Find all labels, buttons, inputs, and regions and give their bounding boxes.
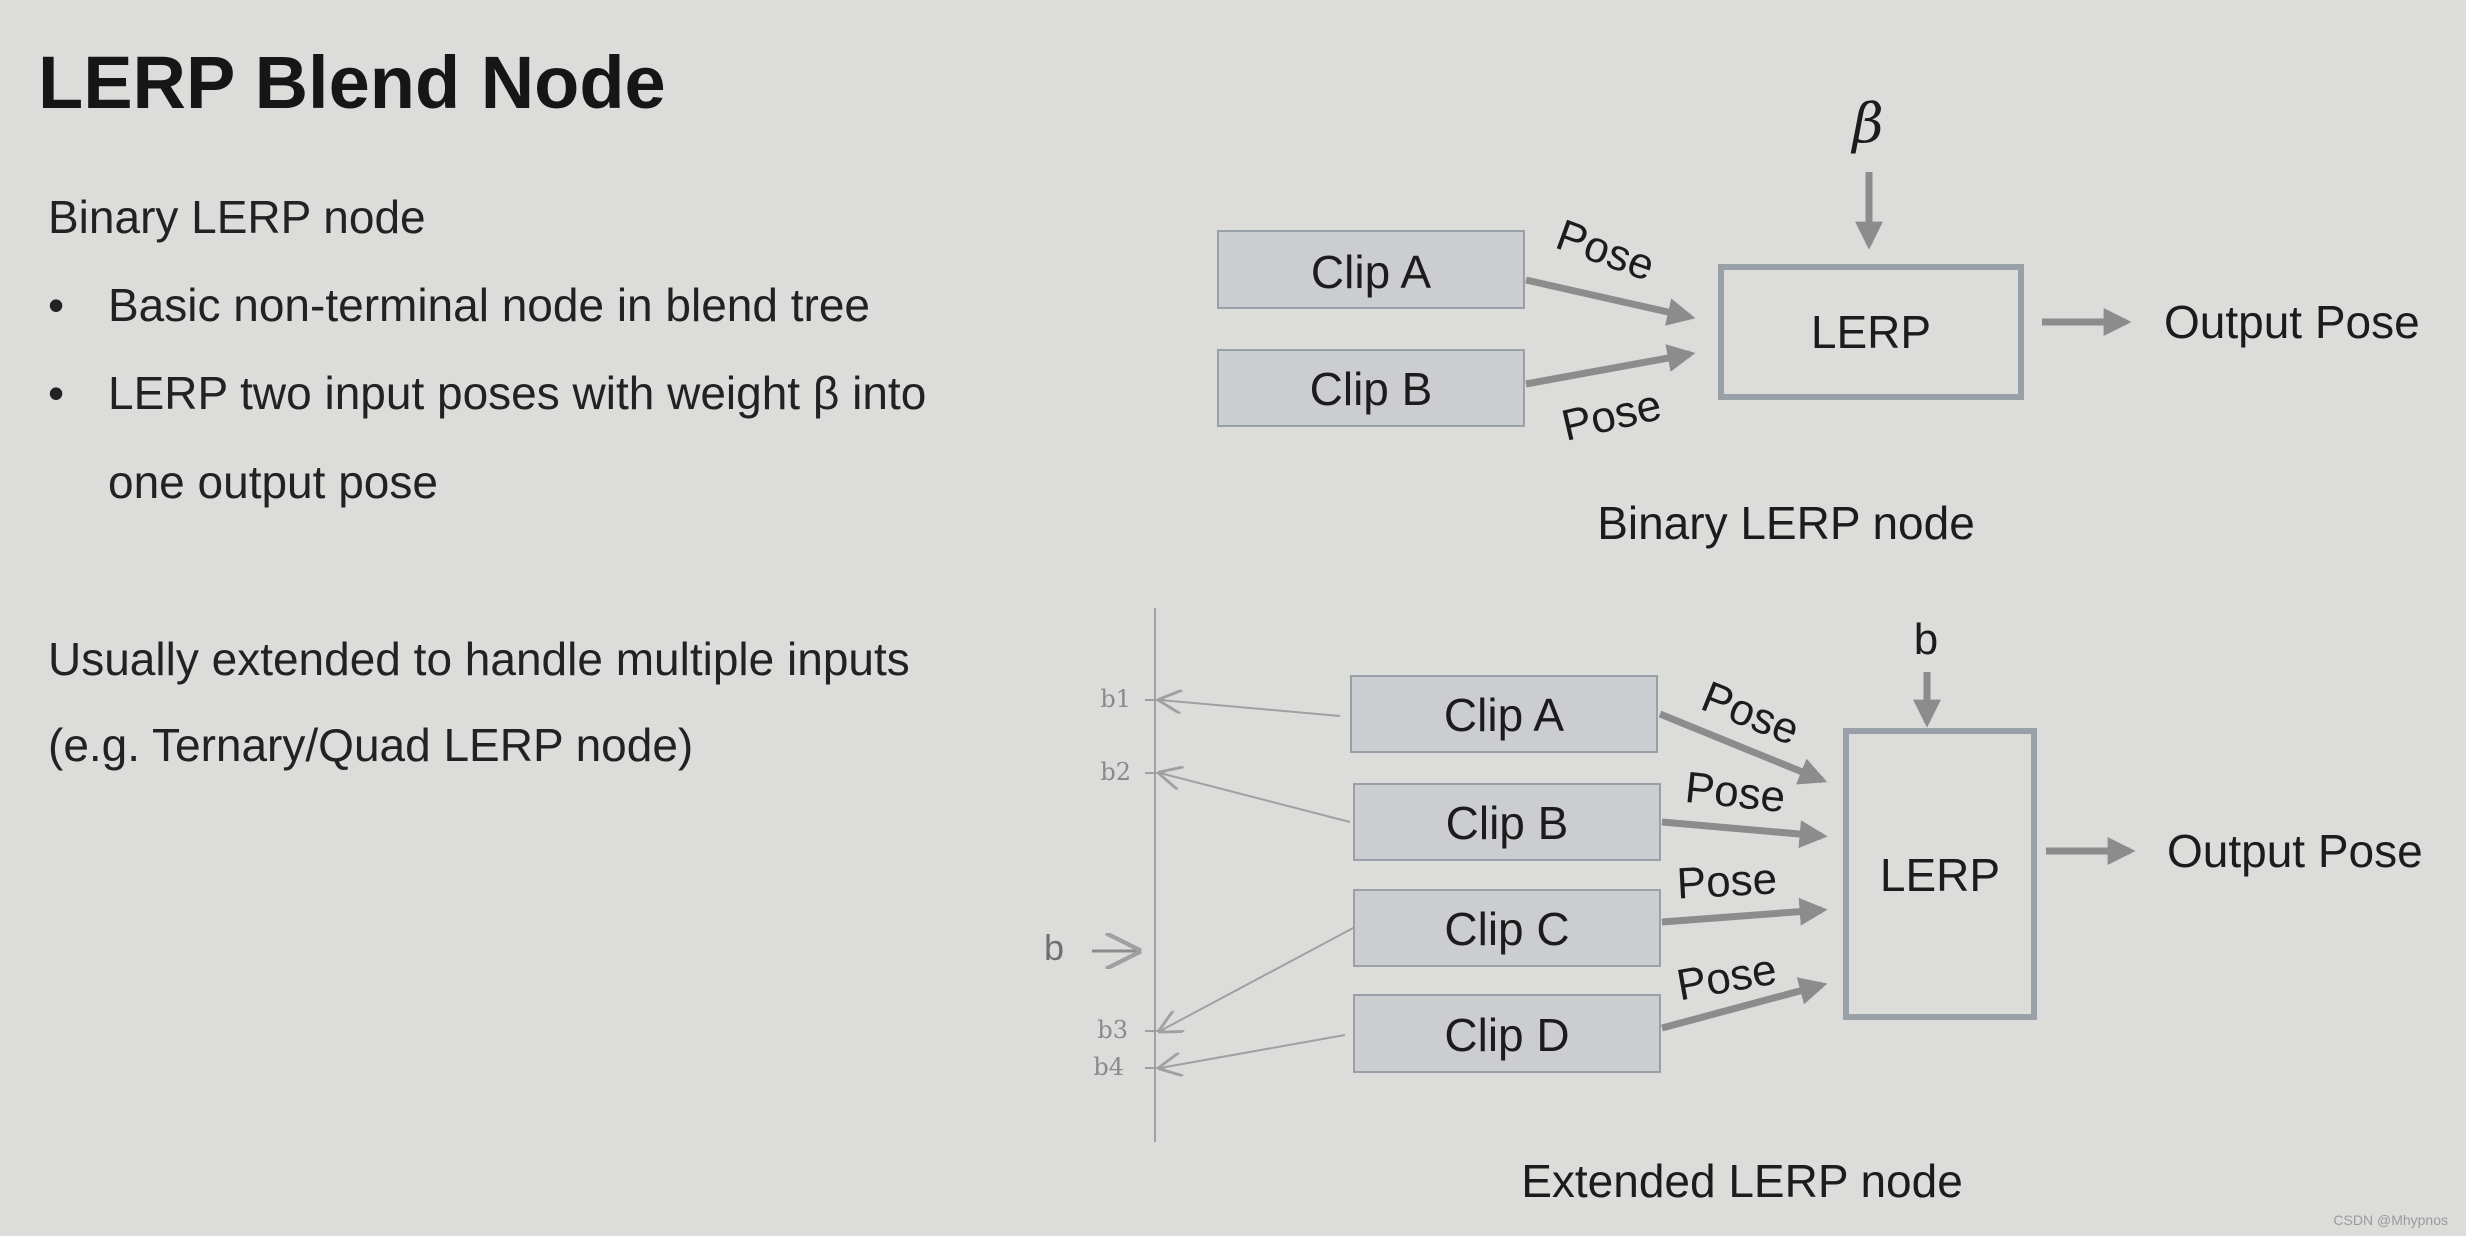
ext-caption: Extended LERP node [1521, 1155, 1963, 1207]
binary-clip-b-label: Clip B [1310, 363, 1433, 415]
ext-weight-label: b [1914, 615, 1938, 664]
extended-lerp-diagram: b1 b2 b3 b4 b Clip A Clip B Clip C Clip … [1044, 608, 2423, 1207]
binary-caption: Binary LERP node [1597, 497, 1975, 549]
bullet-text: LERP two input poses with weight β into [108, 367, 927, 419]
binary-arrow-b [1525, 344, 1696, 388]
binary-clip-a-label: Clip A [1311, 246, 1431, 298]
axis-tick-label-b4: b4 [1093, 1053, 1124, 1081]
ext-clip-a-box [1350, 675, 1658, 753]
bullet-text: Basic non-terminal node in blend tree [108, 279, 871, 331]
ext-clip-d-box [1353, 994, 1661, 1073]
axis-tick-label-b3: b3 [1097, 1016, 1128, 1044]
clip-b-to-b2-line [1160, 773, 1351, 823]
binary-lerp-label: LERP [1811, 306, 1931, 358]
axis-tick-label-b2: b2 [1100, 758, 1131, 786]
binary-pose-label-top: Pose [1550, 210, 1661, 290]
ext-arrow-d [1661, 977, 1828, 1032]
ext-pose-label-b: Pose [1683, 763, 1788, 822]
axis-tick-label-b1: b1 [1100, 685, 1131, 713]
watermark: CSDN @Mhypnos [2333, 1212, 2448, 1228]
ext-arrow-a [1658, 710, 1828, 785]
clip-a-to-b1-line [1160, 700, 1341, 717]
ext-clip-b-box [1353, 783, 1661, 861]
ext-clip-c-label: Clip C [1444, 903, 1569, 955]
extended-text-line1: Usually extended to handle multiple inpu… [48, 633, 910, 685]
binary-arrow-a [1525, 276, 1696, 326]
bullet-dot-icon: • [48, 367, 65, 419]
binary-lerp-diagram: Clip A Clip B Pose Pose LERP β Output Po… [1217, 92, 2420, 549]
ext-arrow-c [1661, 897, 1828, 926]
extended-text-line2: (e.g. Ternary/Quad LERP node) [48, 719, 694, 771]
binary-pose-label-bottom: Pose [1557, 380, 1666, 450]
binary-output-label: Output Pose [2164, 296, 2420, 348]
clip-c-to-b3-line [1160, 926, 1356, 1031]
binary-clip-a-box [1217, 230, 1525, 309]
ext-lerp-box [1843, 728, 2037, 1020]
ext-clip-d-label: Clip D [1444, 1009, 1569, 1061]
bullet-dot-icon: • [48, 279, 65, 331]
ext-arrow-b [1661, 818, 1828, 848]
section-heading-binary: Binary LERP node [48, 191, 426, 243]
clip-d-to-b4-line [1160, 1034, 1346, 1068]
ext-pose-label-c: Pose [1676, 854, 1779, 908]
ext-lerp-label: LERP [1880, 849, 2000, 901]
bullet-continuation: one output pose [108, 456, 438, 508]
axis-input-label: b [1044, 927, 1064, 968]
binary-beta-label: β [1850, 92, 1883, 155]
binary-clip-b-box [1217, 349, 1525, 427]
ext-output-label: Output Pose [2167, 825, 2423, 877]
ext-clip-a-label: Clip A [1444, 689, 1564, 741]
ext-clip-c-box [1353, 889, 1661, 967]
slide-title: LERP Blend Node [38, 41, 666, 124]
ext-clip-b-label: Clip B [1446, 797, 1569, 849]
binary-lerp-box [1718, 264, 2024, 400]
ext-pose-label-a: Pose [1695, 672, 1806, 755]
